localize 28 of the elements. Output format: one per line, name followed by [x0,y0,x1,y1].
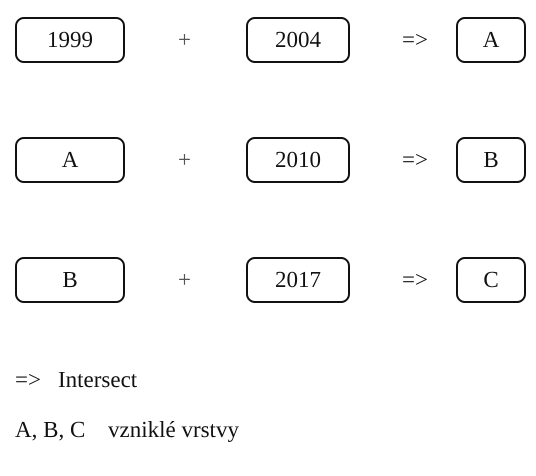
legend-text: A, B, C [15,416,86,444]
box-text: A [482,27,500,53]
box-text: B [62,267,78,293]
rounded-box [15,17,125,63]
box-text: B [483,147,499,173]
rounded-box [246,17,350,63]
arrow-symbol: => [15,366,41,394]
rounded-box [246,257,350,303]
box-text: A [62,147,78,173]
rounded-box [15,257,125,303]
box-text: C [483,267,499,293]
plus-sign: + [178,266,191,294]
rounded-box [456,17,526,63]
arrow-symbol: => [402,266,428,294]
arrow-symbol: => [402,26,428,54]
box-text: 2010 [275,147,321,173]
legend-text: vzniklé vrstvy [108,416,239,444]
rounded-box [456,257,526,303]
rounded-box [15,137,125,183]
arrow-symbol: => [402,146,428,174]
box-text: 2004 [275,27,321,53]
plus-sign: + [178,146,191,174]
plus-sign: + [178,26,191,54]
rounded-box [456,137,526,183]
legend-text: Intersect [58,366,138,394]
box-text: 1999 [47,27,93,53]
rounded-box [246,137,350,183]
box-text: 2017 [275,267,321,293]
